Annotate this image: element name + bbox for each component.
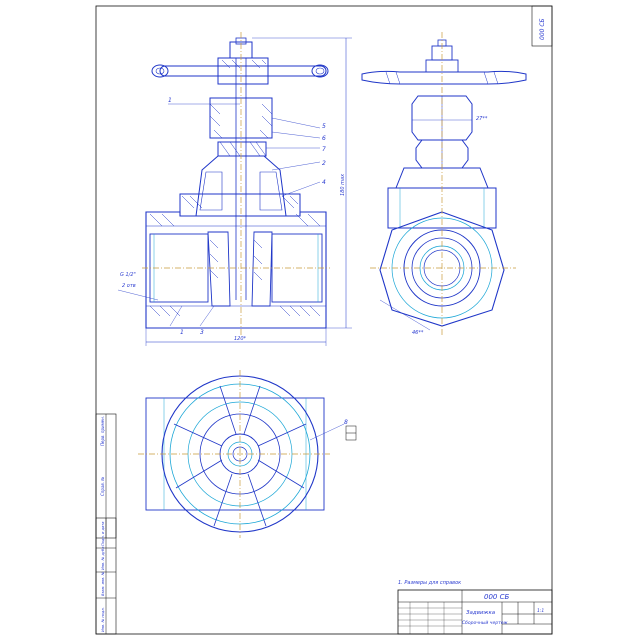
dim-length: 120*	[234, 336, 247, 342]
callout-1-top: 1	[168, 97, 172, 104]
callout-8: 8	[344, 419, 348, 426]
side-view: 27** 46**	[361, 32, 527, 336]
technical-note: 1. Размеры для справок	[398, 580, 461, 586]
title-code: 000 СБ	[484, 593, 509, 601]
left-strip-3: Взам. инв. №	[101, 571, 105, 596]
left-strip-1: Подп. и дата	[101, 522, 105, 546]
left-margin-strip: Перв. примен. Справ. № Подп. и дата Инв.…	[95, 413, 117, 635]
title-scale: 1:1	[537, 608, 544, 614]
front-section-view: 180 max 120* G 1/2" 2 отв 1 5 6 7 2 4 1 …	[117, 32, 352, 346]
title-name: Задвижка	[466, 610, 496, 616]
callout-4: 4	[322, 179, 326, 186]
left-strip-2: Инв. № дубл.	[101, 545, 105, 570]
top-code-box: 000 СБ	[531, 5, 553, 47]
callout-3: 3	[200, 329, 204, 336]
callout-5: 5	[322, 123, 326, 130]
dim-flats-top: 27**	[476, 116, 488, 122]
sheet-border	[95, 5, 553, 635]
top-code-text: 000 СБ	[539, 18, 546, 40]
dim-height: 180 max	[340, 174, 346, 196]
dim-thread: G 1/2"	[120, 272, 136, 278]
top-view: 8	[138, 370, 357, 538]
vertical-label-2: Справ. №	[100, 477, 105, 496]
callout-1-bottom: 1	[180, 329, 184, 336]
callout-2: 2	[322, 160, 326, 167]
title-subtitle: Сборочный чертеж	[462, 620, 508, 626]
left-strip-4: Инв. № подл.	[101, 607, 105, 632]
callouts-front: 1 5 6 7 2 4 1 3	[168, 97, 326, 336]
callout-6: 6	[322, 135, 326, 142]
vertical-label-1: Перв. примен.	[100, 416, 105, 446]
callout-7: 7	[322, 146, 326, 153]
dim-thread-2: 2 отв	[122, 283, 136, 289]
title-block: 000 СБ Задвижка Сборочный чертеж 1:1	[397, 589, 553, 635]
dim-flats-bottom: 46**	[412, 330, 424, 336]
